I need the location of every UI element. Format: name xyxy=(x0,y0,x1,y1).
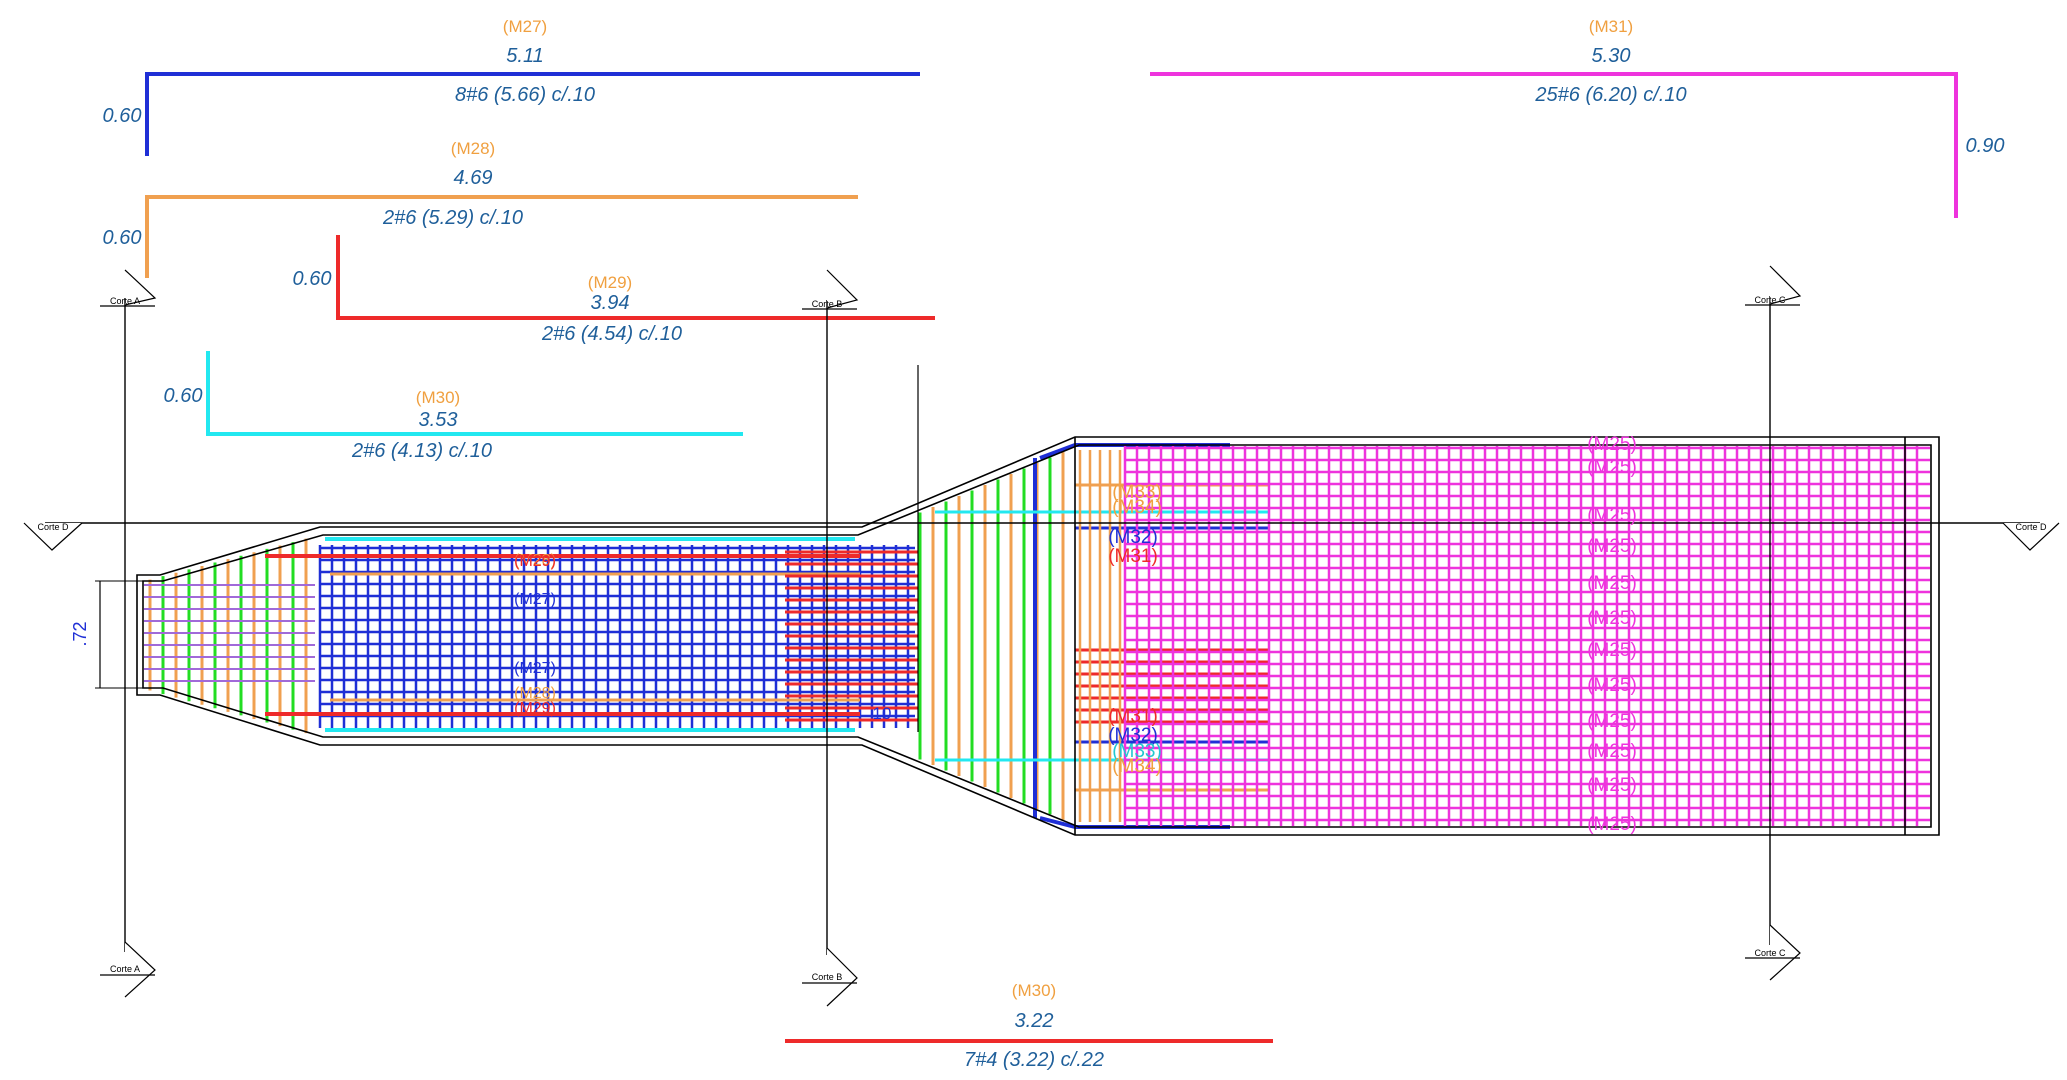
section-marker-a-top: Corte A xyxy=(100,269,157,307)
bar-m27-shape xyxy=(145,72,920,156)
bar-detail-m28: (M28) 4.69 2#6 (5.29) c/.10 0.60 xyxy=(103,139,858,278)
section-markers: Corte A Corte A Corte B Corte B Corte C … xyxy=(23,265,2060,1007)
section-marker-c-top-label: Corte C xyxy=(1754,295,1786,305)
bar-m27-length: 5.11 xyxy=(506,45,543,67)
bar-m28-hook: 0.60 xyxy=(103,227,142,249)
bar-m31-spec: 25#6 (6.20) c/.10 xyxy=(1534,84,1686,106)
bar-detail-m27: (M27) 5.11 8#6 (5.66) c/.10 0.60 xyxy=(103,17,920,156)
bar-m30-spec: 2#6 (4.13) c/.10 xyxy=(351,440,492,462)
bar-m29-mark: (M29) xyxy=(588,273,632,292)
plan-label-m25-2: (M25) xyxy=(1587,457,1637,478)
section-marker-b-top-arrow xyxy=(826,269,859,309)
section-marker-b-bottom-arrow xyxy=(826,947,858,1007)
bar-m28-spec: 2#6 (5.29) c/.10 xyxy=(382,207,523,229)
plan-label-m25-12: (M25) xyxy=(1587,814,1637,835)
width-dimension-value: .72 xyxy=(70,621,90,646)
bar-detail-m31: (M31) 5.30 25#6 (6.20) c/.10 0.90 xyxy=(1150,17,2004,218)
reinforcement-grid xyxy=(144,443,1930,829)
plan-label-m29: (M29) xyxy=(514,553,556,570)
bar-m29-shape xyxy=(336,235,935,320)
plan-label-m25-10: (M25) xyxy=(1587,741,1637,762)
section-marker-a-bottom-arrow xyxy=(124,941,156,998)
bar-m30-shape xyxy=(206,351,743,436)
plan-label-m27: (M27) xyxy=(514,591,556,608)
slab-outline-outer xyxy=(136,436,1940,836)
section-marker-b-top-label: Corte B xyxy=(812,299,843,309)
plan-label-m34-b: (M34) xyxy=(1112,756,1162,777)
width-dimension: .72 xyxy=(70,580,143,689)
bar-m27-hook: 0.60 xyxy=(103,105,142,127)
section-marker-d-right-arrow xyxy=(2002,522,2060,551)
section-marker-c-top-arrow xyxy=(1769,265,1802,305)
bar-m29-hook: 0.60 xyxy=(293,268,332,290)
rebar-blue-thick-bottom-122 xyxy=(1039,816,1076,829)
section-marker-a-bottom-label: Corte A xyxy=(110,964,140,974)
bar-m31-hook: 0.90 xyxy=(1966,135,2005,157)
bar-detail-m30: (M30) 3.53 2#6 (4.13) c/.10 0.60 xyxy=(164,351,743,462)
bar-detail-m30-bottom: (M30) 3.22 7#4 (3.22) c/.22 xyxy=(785,981,1273,1071)
section-marker-a-bottom: Corte A xyxy=(100,941,156,998)
plan-label-m28: (M28) xyxy=(514,552,556,569)
bar-m30-bottom-length: 3.22 xyxy=(1015,1010,1054,1032)
plan-label-m25-3: (M25) xyxy=(1587,505,1637,526)
plan-label-m31-b: (M31) xyxy=(1108,706,1158,727)
section-marker-b-bottom: Corte B xyxy=(802,947,858,1007)
plan-label-m32: (M32) xyxy=(1108,527,1158,548)
plan-label-m25-4: (M25) xyxy=(1587,536,1637,557)
slab-outline-inner xyxy=(142,444,1932,828)
plan-label-m33: (M33) xyxy=(1112,482,1162,503)
section-marker-d-left-label: Corte D xyxy=(37,522,69,532)
section-marker-c-bottom: Corte C xyxy=(1745,924,1801,981)
plan-label-small-dim: 10 xyxy=(873,704,892,723)
plan-label-m34: (M34) xyxy=(1112,497,1162,518)
bar-m29-length: 3.94 xyxy=(591,292,630,314)
section-marker-a-top-label: Corte A xyxy=(110,296,140,306)
bar-detail-m29: (M29) 3.94 2#6 (4.54) c/.10 0.60 xyxy=(293,235,935,345)
plan-labels: (M28) (M29) (M27) (M27) (M28) (M29) 10 (… xyxy=(514,434,1637,835)
bar-m30-hook: 0.60 xyxy=(164,385,203,407)
bar-m30-bottom-mark: (M30) xyxy=(1012,981,1056,1000)
section-marker-d-right-label: Corte D xyxy=(2015,522,2047,532)
section-marker-d-right: Corte D xyxy=(2002,522,2060,551)
slab-outline xyxy=(136,365,1940,836)
bar-m27-mark: (M27) xyxy=(503,17,547,36)
bar-m28-mark: (M28) xyxy=(451,139,495,158)
plan-label-m28-b: (M28) xyxy=(514,685,556,702)
plan-label-m25-6: (M25) xyxy=(1587,608,1637,629)
plan-label-m25-8: (M25) xyxy=(1587,675,1637,696)
section-marker-a-top-arrow xyxy=(124,269,157,306)
section-marker-c-top: Corte C xyxy=(1745,265,1802,306)
section-marker-d-left: Corte D xyxy=(23,522,83,551)
bar-schedule: (M27) 5.11 8#6 (5.66) c/.10 0.60 (M28) 4… xyxy=(103,17,2005,1071)
plan-label-m25-7: (M25) xyxy=(1587,640,1637,661)
section-marker-c-bottom-arrow xyxy=(1769,924,1801,981)
section-marker-b-bottom-label: Corte B xyxy=(812,972,843,982)
plan-label-m32-b: (M32) xyxy=(1108,725,1158,746)
bar-m29-spec: 2#6 (4.54) c/.10 xyxy=(541,323,682,345)
bar-m27-spec: 8#6 (5.66) c/.10 xyxy=(455,84,595,106)
bar-m30-length: 3.53 xyxy=(419,409,458,431)
bar-m28-shape xyxy=(145,195,858,278)
plan-label-m27-b: (M27) xyxy=(514,660,556,677)
plan-label-m25-5: (M25) xyxy=(1587,573,1637,594)
plan-label-m25-9: (M25) xyxy=(1587,711,1637,732)
plan-label-m33-b: (M33) xyxy=(1112,741,1162,762)
bar-m28-length: 4.69 xyxy=(454,167,493,189)
section-marker-d-left-arrow xyxy=(23,522,83,551)
section-marker-c-bottom-label: Corte C xyxy=(1754,948,1786,958)
section-lines xyxy=(45,296,2040,955)
bar-m30-bottom-spec: 7#4 (3.22) c/.22 xyxy=(964,1049,1104,1071)
plan-label-m29-b: (M29) xyxy=(514,700,556,717)
plan-label-m25-11: (M25) xyxy=(1587,775,1637,796)
bar-m30-mark: (M30) xyxy=(416,388,460,407)
plan-label-m25-1: (M25) xyxy=(1587,434,1637,455)
plan-label-m31: (M31) xyxy=(1108,546,1158,567)
rebar-blue-thick-top-121 xyxy=(1039,443,1076,460)
section-marker-b-top: Corte B xyxy=(802,269,859,310)
bar-m31-length: 5.30 xyxy=(1592,45,1631,67)
bar-m31-shape xyxy=(1150,72,1958,218)
bar-m31-mark: (M31) xyxy=(1589,17,1633,36)
